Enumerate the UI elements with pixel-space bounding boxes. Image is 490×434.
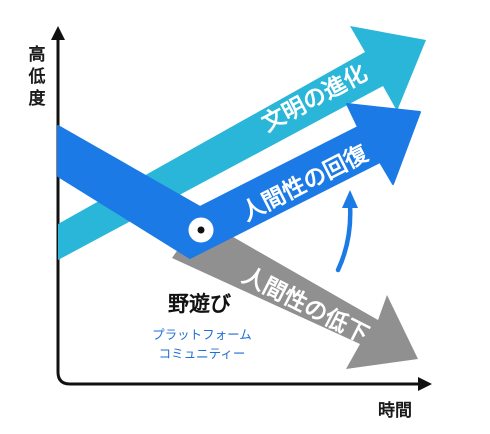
decline-arrow bbox=[172, 218, 418, 369]
turning-point-title: 野遊び bbox=[168, 292, 231, 316]
y-axis-label: 高低度 bbox=[28, 45, 46, 109]
axes bbox=[51, 26, 432, 391]
turning-point-dot bbox=[197, 226, 205, 234]
recovery-arrow bbox=[57, 103, 421, 259]
rising-curve-arrow bbox=[335, 202, 353, 273]
x-axis-label: 時間 bbox=[378, 401, 412, 421]
y-axis bbox=[56, 36, 420, 386]
y-axis-arrowhead bbox=[51, 26, 65, 40]
rising-curve-arrowhead bbox=[342, 190, 358, 208]
x-axis-arrowhead bbox=[418, 377, 432, 391]
turning-point-subtitle-2: コミュニティー bbox=[158, 346, 246, 361]
turning-point-subtitle-1: プラットフォーム bbox=[152, 327, 252, 342]
